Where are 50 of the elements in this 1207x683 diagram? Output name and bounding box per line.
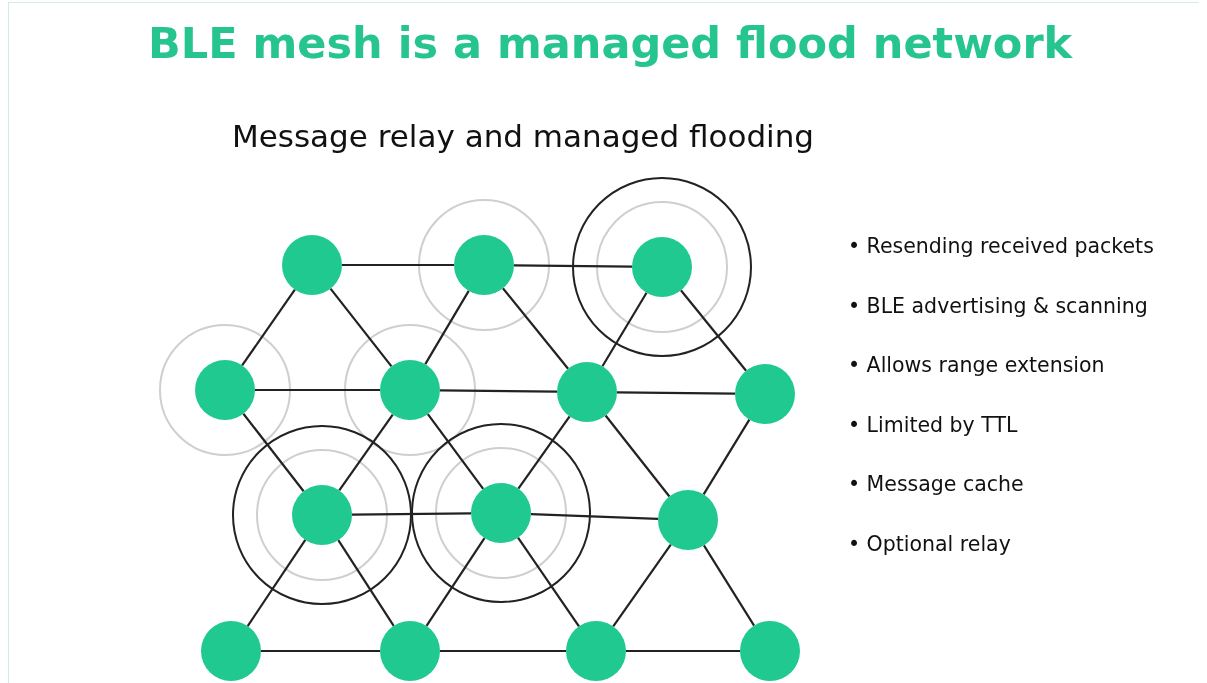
mesh-node (282, 235, 342, 295)
link-line (255, 388, 380, 392)
link-line (425, 537, 486, 627)
mesh-node (292, 485, 352, 545)
link-line (617, 391, 735, 395)
link-line (440, 389, 557, 393)
link-line (426, 413, 485, 490)
link-line (329, 287, 393, 368)
mesh-node (658, 490, 718, 550)
mesh-node (557, 362, 617, 422)
link-line (626, 649, 740, 653)
link-line (342, 263, 454, 267)
link-line (514, 264, 632, 268)
link-line (246, 539, 307, 627)
subtitle: Message relay and managed flooding (232, 118, 815, 154)
link-line (517, 537, 580, 627)
link-line (601, 292, 648, 367)
link-line (242, 413, 305, 492)
mesh-node (735, 364, 795, 424)
link-line (424, 290, 470, 365)
title: BLE mesh is a managed flood network (148, 18, 1073, 68)
link-line (530, 513, 659, 520)
link-line (680, 289, 747, 372)
link-line (241, 289, 296, 366)
link-line (703, 544, 755, 627)
link-line (612, 543, 672, 628)
link-line (604, 414, 671, 498)
mesh-node (201, 621, 261, 681)
link-line (338, 413, 394, 492)
mesh-node (740, 621, 800, 681)
bullet-item: • Limited by TTL (848, 411, 1019, 439)
mesh-node (195, 360, 255, 420)
link-line (517, 415, 571, 490)
bullet-item: • Resending received packets (848, 233, 1154, 260)
link-line (702, 419, 751, 495)
link-line (440, 649, 566, 653)
link-line (337, 539, 395, 627)
link-line (502, 287, 569, 370)
mesh-node (632, 237, 692, 297)
mesh-node (380, 621, 440, 681)
mesh-node (471, 483, 531, 543)
link-line (261, 649, 380, 653)
link-line (352, 512, 471, 516)
bullet-item: • BLE advertising & scanning (848, 292, 1149, 320)
bullet-item: • Allows range extension (848, 352, 1106, 380)
mesh-node (566, 621, 626, 681)
bullet-item: • Optional relay (848, 530, 1012, 558)
mesh-node (380, 360, 440, 420)
mesh-node (454, 235, 514, 295)
bullet-item: • Message cache (848, 471, 1025, 499)
